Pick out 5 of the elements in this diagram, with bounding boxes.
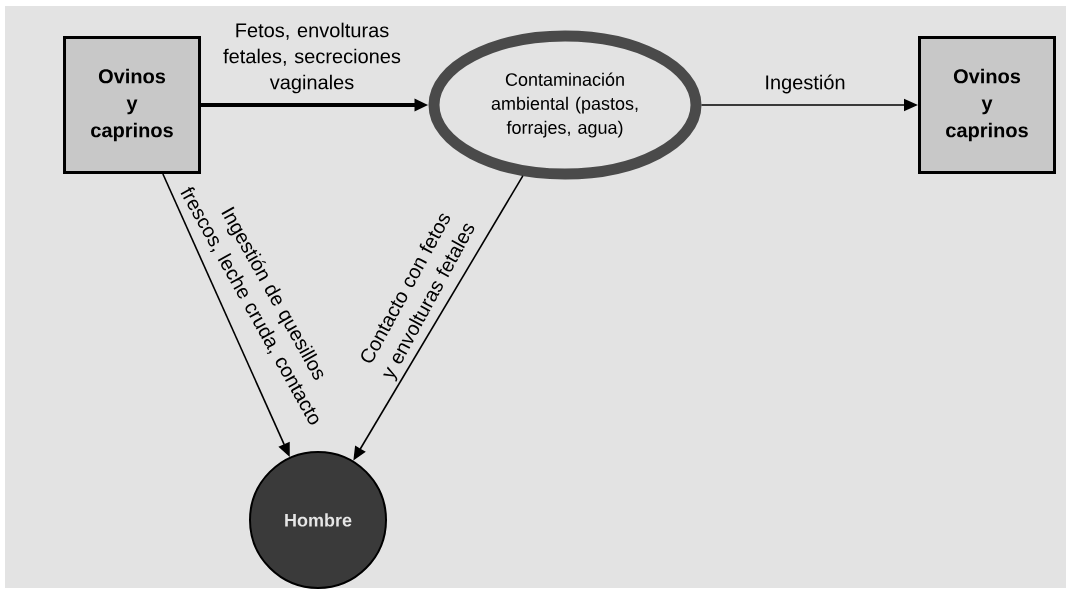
edge-label: Fetos, envolturas fetales, secreciones vaginales: [223, 22, 401, 94]
edge-label: Ingestión: [766, 74, 845, 94]
process-box: Ovinos y caprinos: [63, 36, 201, 174]
ellipse-node: Contaminación ambiental (pastos, forrajes, agua): [428, 30, 702, 180]
process-box: Ovinos y caprinos: [918, 36, 1056, 174]
